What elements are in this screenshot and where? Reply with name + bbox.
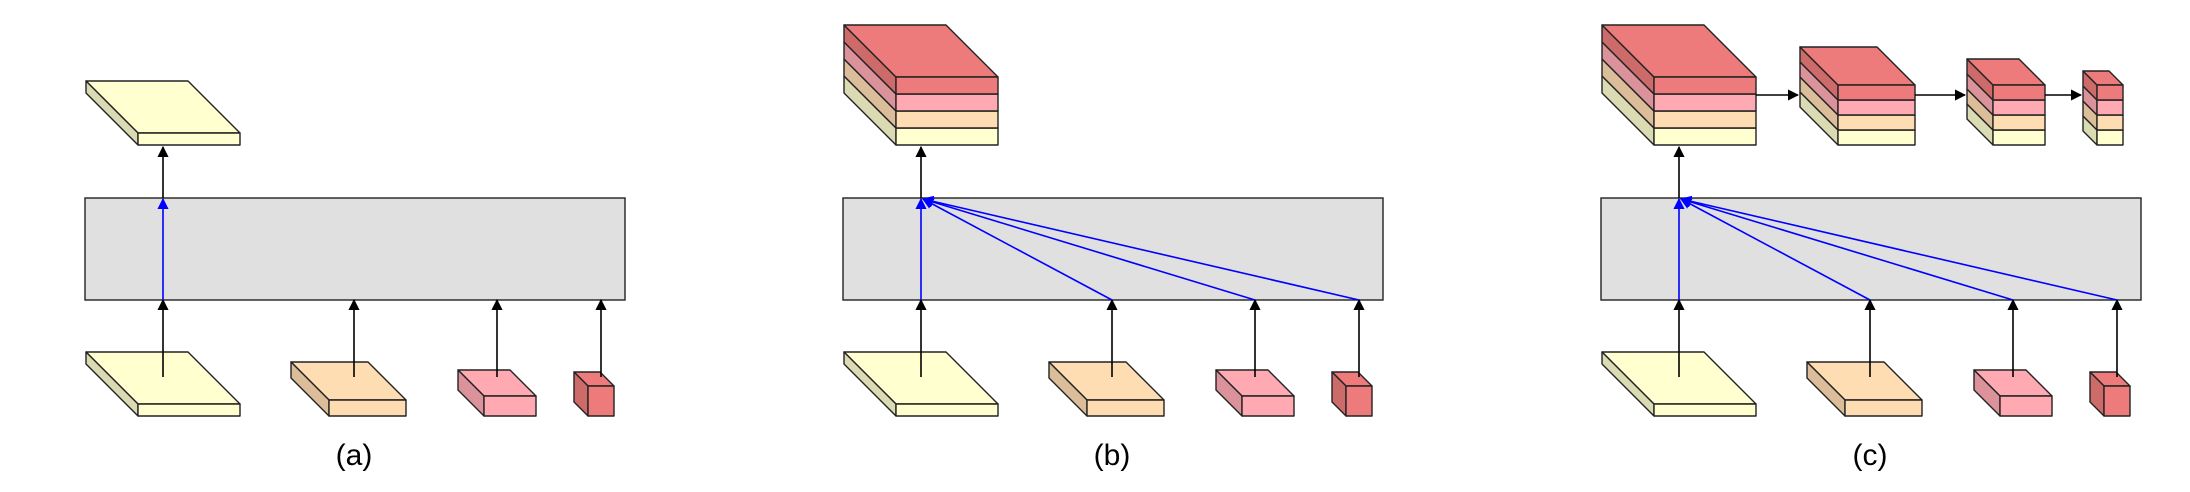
output-stack-c-layer-2 <box>1653 110 1757 129</box>
input-level4-a <box>573 371 615 417</box>
input-level2-c <box>1806 361 1923 417</box>
output-stack-b-layer-3 <box>895 93 999 112</box>
output-stack-b <box>843 24 999 146</box>
blue-fan-arrow-3-b <box>921 196 1256 301</box>
caption-c: (c) <box>1853 439 1888 472</box>
output-stack-3-c-layer-1 <box>1992 129 2046 146</box>
module-box-c <box>1600 197 2142 301</box>
output-stack-4-c-layer-1 <box>2096 129 2124 146</box>
input-level2-a <box>290 361 407 417</box>
output-stack-b-layer-2 <box>895 110 999 129</box>
output-stack-b-layer-1 <box>895 127 999 146</box>
blue-fan-arrow-4-c <box>1679 195 2118 301</box>
output-stack-2-c-layer-1 <box>1837 129 1916 146</box>
output-stack-3-c <box>1966 58 2046 146</box>
output-stack-3-c-layer-2 <box>1992 114 2046 131</box>
input-level1-b <box>843 351 999 417</box>
output-slab-a <box>85 80 241 146</box>
blue-fan-arrow-2-b <box>922 198 1113 301</box>
output-stack-c <box>1601 24 1757 146</box>
arrow-layer <box>157 89 2123 377</box>
input-level3-c <box>1973 369 2053 417</box>
output-stack-4-c-layer-3 <box>2096 99 2124 116</box>
module-box-a <box>84 197 626 301</box>
output-stack-2-c-layer-3 <box>1837 99 1916 116</box>
output-stack-3-c-layer-3 <box>1992 99 2046 116</box>
blue-fan-arrow-3-c <box>1679 196 2014 301</box>
caption-a: (a) <box>336 439 373 472</box>
output-stack-4-c <box>2082 70 2124 146</box>
module-layer <box>84 197 2142 301</box>
output-stack-c-layer-1 <box>1653 127 1757 146</box>
module-box-b <box>842 197 1384 301</box>
caption-b: (b) <box>1094 439 1131 472</box>
output-stack-c-layer-3 <box>1653 93 1757 112</box>
blue-fan-arrow-4-b <box>921 195 1360 301</box>
output-stack-2-c-layer-4 <box>1837 84 1916 101</box>
input-level4-b <box>1331 371 1373 417</box>
input-level2-b <box>1048 361 1165 417</box>
blue-fan-arrow-2-c <box>1680 198 1871 301</box>
output-stack-2-c <box>1799 46 1916 146</box>
output-stack-c-layer-4 <box>1653 76 1757 95</box>
output-stack-4-c-layer-4 <box>2096 84 2124 101</box>
input-level1-c <box>1601 351 1757 417</box>
input-level3-b <box>1215 369 1295 417</box>
input-level4-c <box>2089 371 2131 417</box>
feature-block-layer <box>85 24 2131 417</box>
input-level1-a <box>85 351 241 417</box>
output-stack-4-c-layer-2 <box>2096 114 2124 131</box>
output-stack-3-c-layer-4 <box>1992 84 2046 101</box>
output-stack-2-c-layer-2 <box>1837 114 1916 131</box>
input-level3-a <box>457 369 537 417</box>
output-stack-b-layer-4 <box>895 76 999 95</box>
